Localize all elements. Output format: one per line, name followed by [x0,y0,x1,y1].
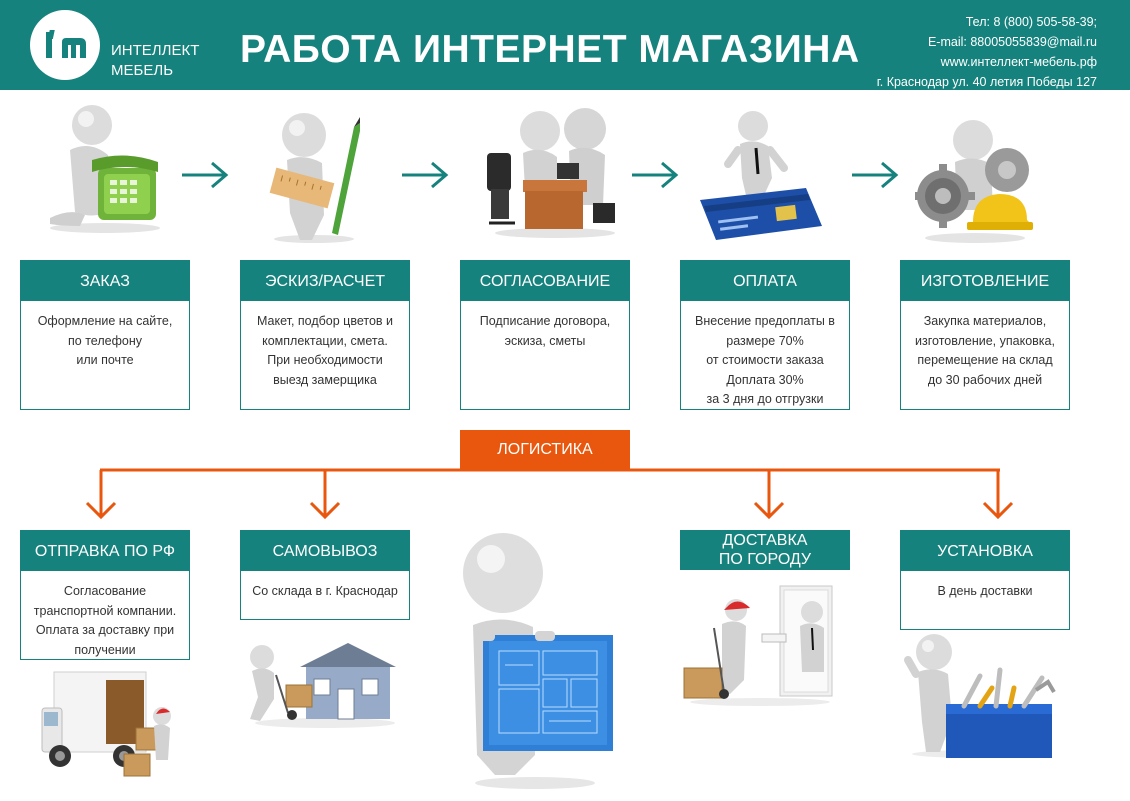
step-sketch: ЭСКИЗ/РАСЧЕТ Макет, подбор цветов и комп… [240,260,410,410]
step-agreement: СОГЛАСОВАНИЕ Подписание договора, эскиза… [460,260,630,410]
option-title: УСТАНОВКА [901,531,1069,571]
manufacturing-illustration [915,120,1033,243]
step-title: ЭСКИЗ/РАСЧЕТ [241,261,409,301]
step-description: Внесение предоплаты в размере 70% от сто… [695,314,835,406]
option-title: САМОВЫВОЗ [241,531,409,571]
arrow-right-icon [632,161,679,189]
order-phone-illustration [50,105,160,233]
option-title: ДОСТАВКА ПО ГОРОДУ [680,530,850,570]
brand-line-1: ИНТЕЛЛЕКТ [111,42,200,59]
step-title: СОГЛАСОВАНИЕ [461,261,629,301]
contact-email[interactable]: E-mail: 88005055839@mail.ru [927,35,1097,49]
option-description: Согласование транспортной компании. Опла… [33,584,177,657]
truck-illustration [41,671,171,777]
step-title: ЗАКАЗ [21,261,189,301]
step-payment: ОПЛАТА Внесение предоплаты в размере 70%… [680,260,850,410]
arrow-right-icon [852,161,899,189]
step-order: ЗАКАЗ Оформление на сайте, по телефону и… [20,260,190,410]
option-city-delivery: ДОСТАВКА ПО ГОРОДУ [680,530,850,570]
header-bar: ИНТЕЛЛЕКТ МЕБЕЛЬ РАБОТА ИНТЕРНЕТ МАГАЗИН… [0,0,1130,90]
step-description: Макет, подбор цветов и комплектации, сме… [256,314,394,387]
pickup-illustration [250,643,396,728]
city-delivery-illustration [683,585,833,706]
contact-phone[interactable]: Тел: 8 (800) 505-58-39; [965,15,1097,29]
contact-info: Тел: 8 (800) 505-58-39; E-mail: 88005055… [877,12,1097,92]
contact-address: г. Краснодар ул. 40 летия Победы 127 [876,75,1097,89]
brand-line-2: МЕБЕЛЬ [111,62,174,79]
sketch-illustration [269,113,360,243]
blueprint-illustration [463,533,613,789]
arrow-right-icon [402,161,449,189]
page-title: РАБОТА ИНТЕРНЕТ МАГАЗИНА [240,28,860,71]
option-description: Со склада в г. Краснодар [252,584,398,598]
installation-illustration [904,634,1056,758]
step-manufacturing: ИЗГОТОВЛЕНИЕ Закупка материалов, изготов… [900,260,1070,410]
logistics-label: ЛОГИСТИКА [460,430,630,470]
logo[interactable] [30,10,100,80]
arrow-right-icon [182,161,229,189]
step-description: Закупка материалов, изготовление, упаков… [915,314,1055,387]
step-description: Оформление на сайте, по телефону или поч… [37,314,173,367]
agreement-illustration [487,108,615,238]
logistics-connector [85,468,1014,520]
option-description: В день доставки [937,584,1033,598]
option-shipping-russia: ОТПРАВКА ПО РФ Согласование транспортной… [20,530,190,660]
step-title: ОПЛАТА [681,261,849,301]
payment-illustration [700,111,822,240]
option-pickup: САМОВЫВОЗ Со склада в г. Краснодар [240,530,410,620]
logo-icon [46,30,86,58]
option-installation: УСТАНОВКА В день доставки [900,530,1070,630]
step-title: ИЗГОТОВЛЕНИЕ [901,261,1069,301]
brand-name: ИНТЕЛЛЕКТ МЕБЕЛЬ [111,41,199,81]
option-title: ОТПРАВКА ПО РФ [21,531,189,571]
step-description: Подписание договора, эскиза, сметы [479,314,611,348]
contact-site[interactable]: www.интеллект-мебель.рф [940,55,1097,69]
